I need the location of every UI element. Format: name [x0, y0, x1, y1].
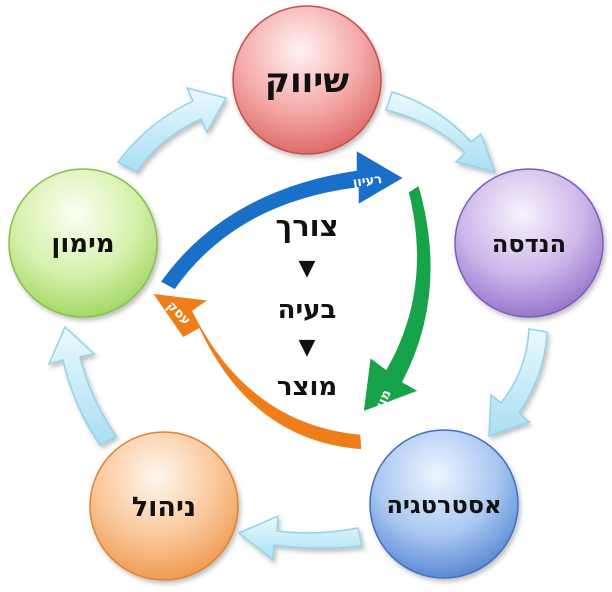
center-need: צורך — [275, 209, 338, 243]
inner-arrows: רעיון מוצר עסק — [150, 148, 433, 451]
node-marketing-label: שיווק — [265, 61, 349, 101]
center-arrow-2: ▼ — [299, 335, 316, 360]
business-arrow — [150, 292, 363, 451]
node-strategy: אסטרטגיה — [369, 429, 519, 579]
node-marketing: שיווק — [232, 5, 382, 155]
idea-arrow-label: רעיון — [352, 172, 383, 191]
cycle-arrow-finance-to-marketing — [116, 86, 228, 173]
cycle-arrow-marketing-to-engineering — [385, 91, 497, 174]
product-arrow — [362, 183, 433, 414]
cycle-arrow-strategy-to-management — [237, 514, 363, 562]
center-arrow-1: ▼ — [299, 256, 316, 281]
cycle-arrows — [47, 86, 548, 562]
center-product: מוצר — [277, 372, 337, 402]
node-finance-label: מימון — [51, 229, 114, 259]
node-management: ניהול — [89, 431, 239, 581]
center-flow: צורך ▼ בעיה ▼ מוצר — [275, 209, 338, 402]
node-engineering: הנדסה — [454, 168, 604, 318]
node-engineering-label: הנדסה — [492, 230, 566, 258]
cycle-arrow-management-to-finance — [47, 325, 118, 446]
node-management-label: ניהול — [132, 492, 196, 523]
cycle-arrow-engineering-to-strategy — [488, 328, 548, 438]
idea-arrow — [158, 148, 406, 291]
node-finance: מימון — [8, 168, 158, 318]
node-strategy-label: אסטרטגיה — [386, 491, 501, 519]
center-problem: בעיה — [278, 295, 337, 325]
